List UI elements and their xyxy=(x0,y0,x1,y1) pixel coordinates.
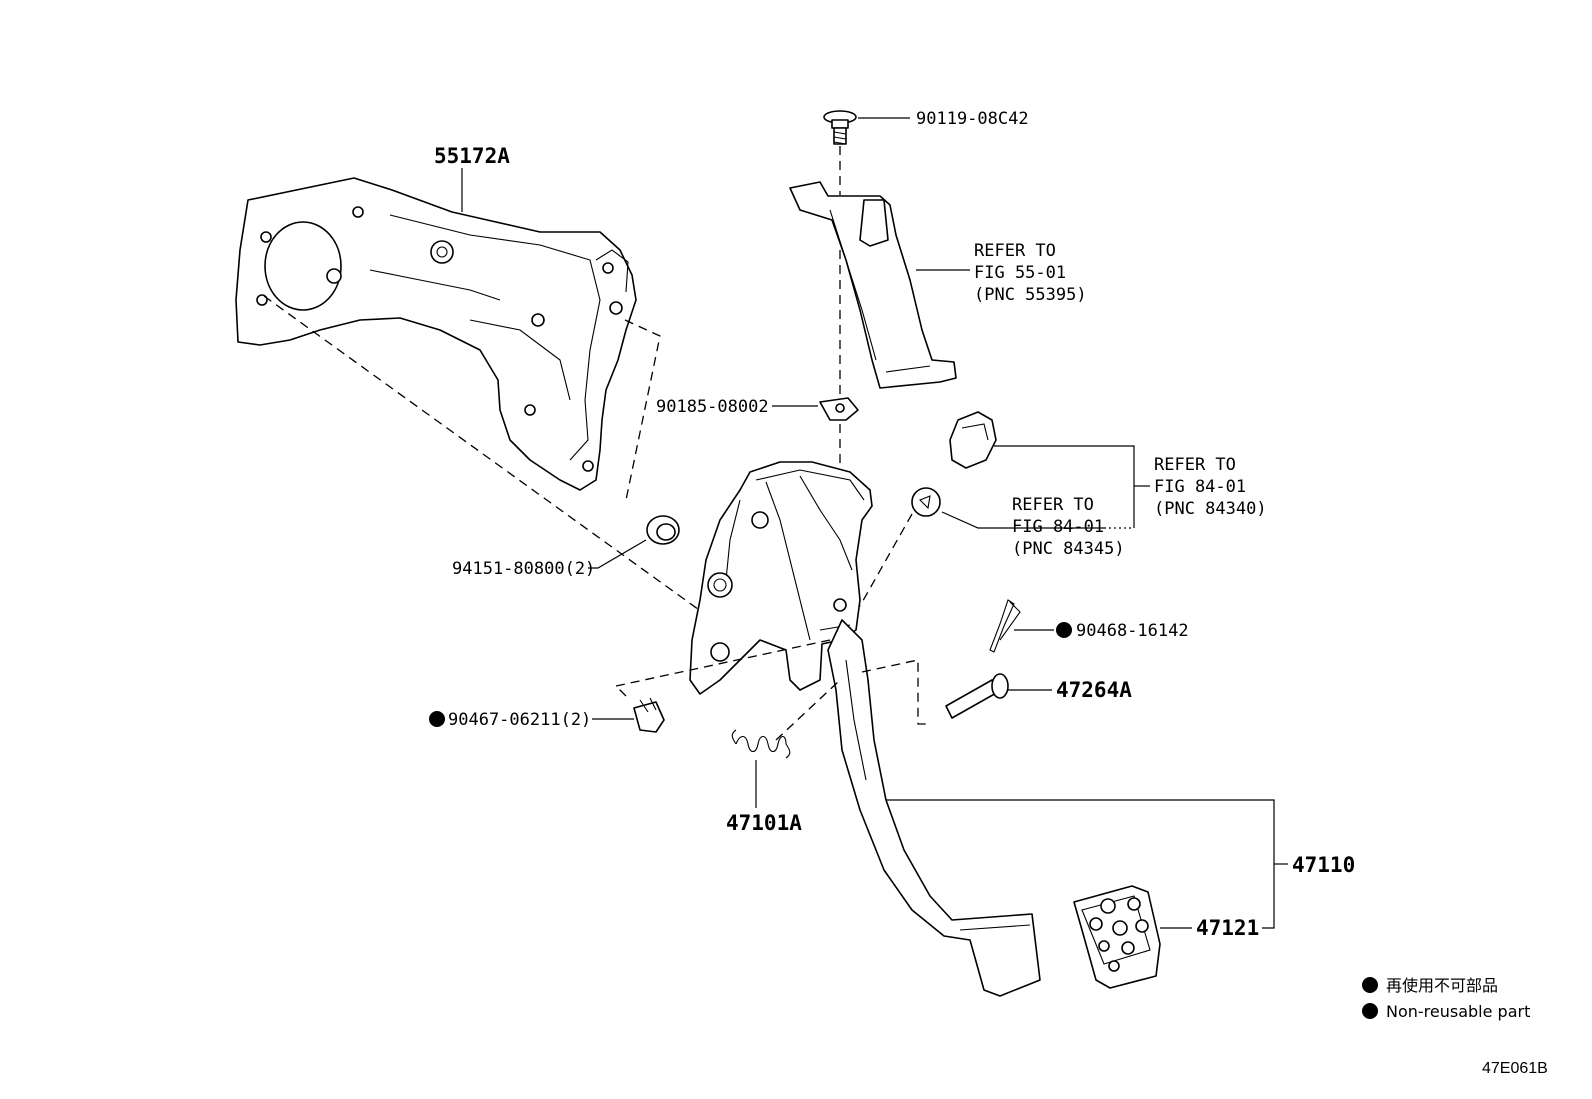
ref2-line3: (PNC 84340) xyxy=(1154,499,1267,519)
ref2-line1: REFER TO xyxy=(1154,455,1236,475)
legend-en: Non-reusable part xyxy=(1386,1002,1530,1021)
non-reusable-dot-90468 xyxy=(1056,622,1072,638)
label-90468-16142: 90468-16142 xyxy=(1076,621,1189,641)
label-47264A: 47264A xyxy=(1056,678,1132,702)
pedal-support-bracket[interactable] xyxy=(689,461,873,695)
ref3-line3: (PNC 84345) xyxy=(1012,539,1125,559)
label-47121: 47121 xyxy=(1196,916,1259,940)
label-47101A: 47101A xyxy=(726,811,802,835)
legend-jp: 再使用不可部品 xyxy=(1386,976,1498,995)
ref1-line1: REFER TO xyxy=(974,241,1056,261)
stop-lamp-switch[interactable] xyxy=(949,411,997,469)
clip-90467-icon[interactable] xyxy=(633,697,665,733)
brake-pedal-arm[interactable] xyxy=(827,619,1041,997)
return-spring-47101A[interactable] xyxy=(731,729,791,759)
pedal-cushion[interactable] xyxy=(911,487,941,517)
label-94151-80800: 94151-80800(2) xyxy=(452,559,595,579)
nut-94151-icon[interactable] xyxy=(646,515,680,545)
bolt-90119-icon[interactable] xyxy=(823,110,857,145)
label-90467-06211: 90467-06211(2) xyxy=(448,710,591,730)
pin-47264A-icon[interactable] xyxy=(945,673,1009,719)
nut-90185-icon[interactable] xyxy=(819,397,859,421)
ref1-line2: FIG 55-01 xyxy=(974,263,1066,283)
stop-lamp-bracket[interactable] xyxy=(789,181,957,389)
ref3-line1: REFER TO xyxy=(1012,495,1094,515)
ref3-line2: FIG 84-01 xyxy=(1012,517,1104,537)
label-55172A: 55172A xyxy=(434,144,510,168)
legend-dot-en xyxy=(1362,1003,1378,1019)
label-90185-08002: 90185-08002 xyxy=(656,397,769,417)
ref1-line3: (PNC 55395) xyxy=(974,285,1087,305)
non-reusable-dot-90467 xyxy=(429,711,445,727)
ref2-line2: FIG 84-01 xyxy=(1154,477,1246,497)
part-55172A-bracket[interactable] xyxy=(235,177,637,491)
legend-dot-jp xyxy=(1362,977,1378,993)
pedal-pad-47121[interactable] xyxy=(1073,885,1161,989)
label-47110: 47110 xyxy=(1292,853,1355,877)
figure-id: 47E061B xyxy=(1482,1060,1548,1077)
label-90119-08C42: 90119-08C42 xyxy=(916,109,1029,129)
clip-90468-icon[interactable] xyxy=(989,599,1021,653)
